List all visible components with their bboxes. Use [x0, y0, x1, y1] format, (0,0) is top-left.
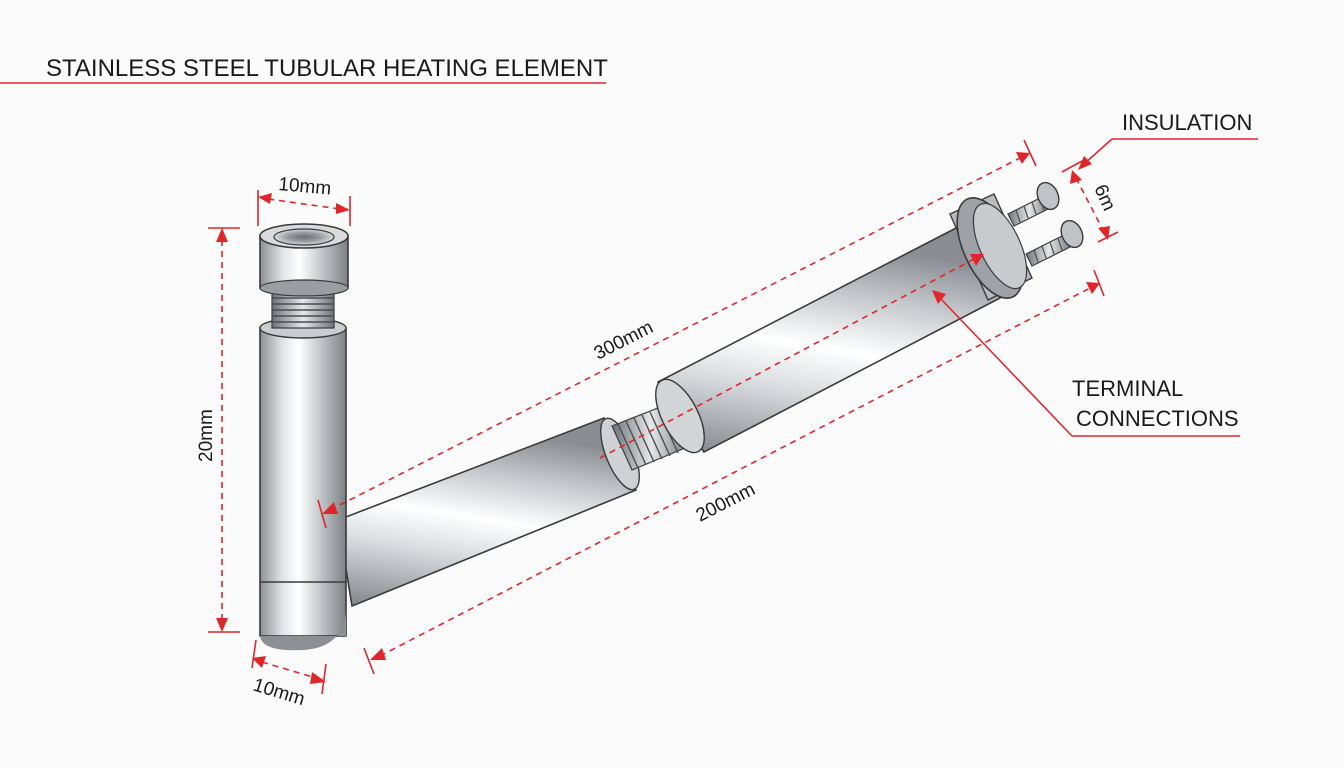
label-terminal-line2: CONNECTIONS: [1076, 406, 1239, 431]
label-insulation: INSULATION: [1122, 110, 1252, 135]
label-vertical-height: 20mm: [196, 409, 217, 462]
label-bottom-diameter: 10mm: [251, 675, 308, 711]
label-overall-length: 300mm: [591, 317, 657, 364]
dimension-bottom-diameter: 10mm: [251, 639, 327, 711]
terminal-pins: [1007, 181, 1084, 267]
callout-terminal-connections: TERMINAL CONNECTIONS: [932, 290, 1240, 437]
dimension-vertical-height: 20mm: [196, 227, 240, 633]
dimension-top-diameter: 10mm: [257, 174, 351, 226]
label-terminal-line1: TERMINAL: [1072, 376, 1183, 401]
inner-axis-line: [599, 257, 977, 459]
horizontal-tube: [337, 181, 1084, 608]
label-top-diameter: 10mm: [278, 174, 332, 200]
vertical-tube: [259, 223, 349, 651]
callout-insulation: INSULATION: [1078, 110, 1258, 170]
label-terminal-spacing: 6m: [1089, 181, 1119, 214]
label-horizontal-length: 200mm: [693, 479, 759, 526]
terminal-flange: [949, 193, 1033, 301]
diagram-title: STAINLESS STEEL TUBULAR HEATING ELEMENT: [46, 55, 608, 82]
top-nut: [259, 223, 349, 297]
